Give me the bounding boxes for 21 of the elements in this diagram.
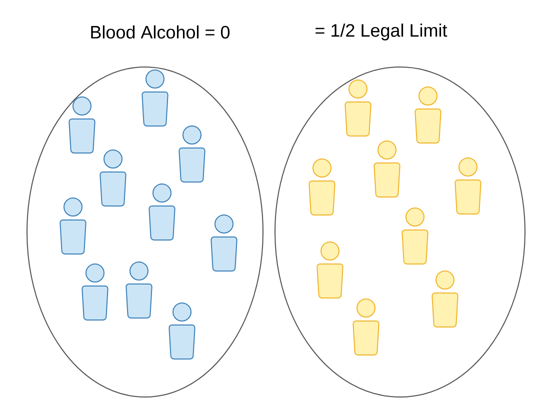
person-icon	[142, 70, 168, 126]
heading: Blood Alcohol = 0	[91, 25, 230, 39]
person-icon	[432, 270, 458, 328]
person-icon	[168, 302, 196, 360]
person-icon	[402, 208, 428, 264]
person-icon	[60, 198, 86, 254]
person-icon	[374, 140, 400, 198]
heading: = 1/2 Legal Limit	[316, 24, 448, 40]
person-icon	[454, 158, 482, 214]
person-icon	[414, 86, 442, 144]
person-icon	[68, 96, 96, 154]
person-icon	[344, 80, 372, 136]
person-icon	[210, 214, 238, 272]
person-icon	[82, 264, 108, 320]
person-icon	[352, 298, 380, 356]
person-icon	[316, 242, 344, 298]
person-icon	[308, 158, 336, 216]
person-icon	[126, 262, 152, 318]
person-icon	[100, 150, 126, 206]
person-icon	[148, 184, 176, 240]
person-icon	[178, 126, 206, 182]
